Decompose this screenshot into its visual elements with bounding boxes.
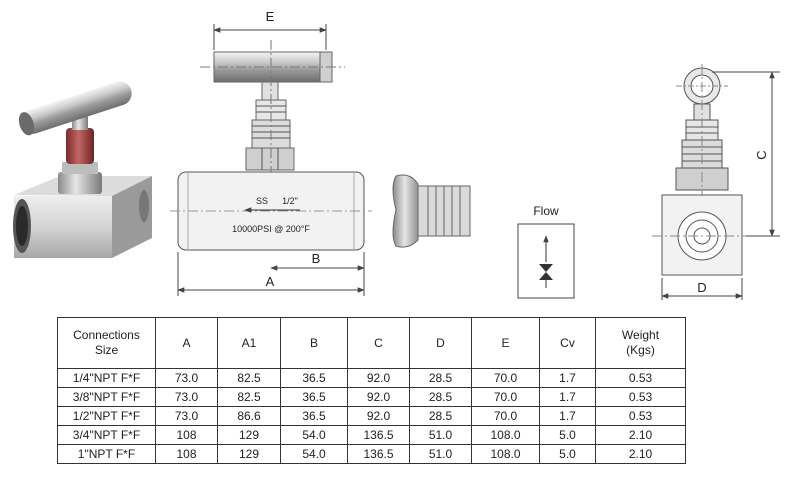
table-cell-col-cv: 1.7 bbox=[539, 368, 596, 388]
col-weight-header: Weight(Kgs) bbox=[595, 317, 686, 369]
table-cell-col-b: 36.5 bbox=[280, 406, 348, 426]
table-cell-col-connections-size: 3/8"NPT F*F bbox=[57, 387, 156, 407]
dim-label-a: A bbox=[266, 274, 275, 289]
front-view-drawing bbox=[170, 24, 372, 296]
table-cell-col-e: 108.0 bbox=[471, 425, 540, 445]
body-material-text: SS bbox=[256, 196, 268, 206]
table-cell-col-a1: 82.5 bbox=[217, 368, 281, 388]
table-cell-col-b: 54.0 bbox=[280, 425, 348, 445]
header-text: A bbox=[182, 335, 191, 350]
table-cell-col-a: 73.0 bbox=[155, 387, 218, 407]
table-cell-col-cv: 5.0 bbox=[539, 444, 596, 464]
table-cell-col-c: 136.5 bbox=[347, 425, 410, 445]
table-cell-col-e: 108.0 bbox=[471, 444, 540, 464]
table-cell-col-e: 70.0 bbox=[471, 368, 540, 388]
table-cell-col-b: 36.5 bbox=[280, 387, 348, 407]
table-cell-col-cv: 5.0 bbox=[539, 425, 596, 445]
table-cell-col-c: 92.0 bbox=[347, 406, 410, 426]
side-view-drawing bbox=[652, 64, 780, 300]
table-cell-col-connections-size: 1"NPT F*F bbox=[57, 444, 156, 464]
adapter-fitting bbox=[392, 174, 471, 248]
table-cell-col-d: 28.5 bbox=[409, 368, 472, 388]
table-cell-col-e: 70.0 bbox=[471, 387, 540, 407]
table-cell-col-weight: 0.53 bbox=[595, 368, 686, 388]
col-a1-header: A1 bbox=[217, 317, 281, 369]
table-cell-col-a: 108 bbox=[155, 425, 218, 445]
table-cell-col-weight: 2.10 bbox=[595, 425, 686, 445]
table-cell-col-connections-size: 3/4"NPT F*F bbox=[57, 425, 156, 445]
valve-diagram: E B A C D SS 1/2" 10000PSI @ 200°F Flow bbox=[13, 9, 780, 300]
table-cell-col-d: 51.0 bbox=[409, 425, 472, 445]
valve-photo bbox=[13, 81, 152, 258]
table-cell-col-cv: 1.7 bbox=[539, 406, 596, 426]
table-cell-col-a: 73.0 bbox=[155, 406, 218, 426]
col-b-header: B bbox=[280, 317, 348, 369]
table-cell-col-a1: 129 bbox=[217, 444, 281, 464]
dim-label-b: B bbox=[312, 251, 321, 266]
table-cell-col-a: 108 bbox=[155, 444, 218, 464]
header-text: A1 bbox=[241, 335, 257, 350]
header-text: Size bbox=[94, 343, 119, 357]
flow-symbol bbox=[517, 223, 575, 299]
table-cell-col-connections-size: 1/4"NPT F*F bbox=[57, 368, 156, 388]
table-cell-col-a: 73.0 bbox=[155, 368, 218, 388]
table-cell-col-c: 92.0 bbox=[347, 368, 410, 388]
col-d-header: D bbox=[409, 317, 472, 369]
dim-label-e: E bbox=[266, 9, 275, 24]
header-text: Weight bbox=[621, 328, 660, 342]
table-cell-col-d: 28.5 bbox=[409, 406, 472, 426]
dim-label-c: C bbox=[754, 150, 769, 159]
col-c-header: C bbox=[347, 317, 410, 369]
header-text: C bbox=[374, 335, 383, 350]
header-text: E bbox=[501, 335, 510, 350]
table-cell-col-a1: 82.5 bbox=[217, 387, 281, 407]
col-cv-header: Cv bbox=[539, 317, 596, 369]
col-e-header: E bbox=[471, 317, 540, 369]
table-cell-col-c: 92.0 bbox=[347, 387, 410, 407]
dim-label-d: D bbox=[697, 280, 706, 295]
table-cell-col-b: 54.0 bbox=[280, 444, 348, 464]
table-cell-col-d: 28.5 bbox=[409, 387, 472, 407]
body-size-text: 1/2" bbox=[282, 196, 298, 206]
header-text: D bbox=[436, 335, 445, 350]
table-cell-col-weight: 0.53 bbox=[595, 406, 686, 426]
header-text: B bbox=[309, 335, 318, 350]
col-a-header: A bbox=[155, 317, 218, 369]
body-rating-text: 10000PSI @ 200°F bbox=[232, 224, 310, 234]
table-cell-col-weight: 0.53 bbox=[595, 387, 686, 407]
table-cell-col-e: 70.0 bbox=[471, 406, 540, 426]
flow-label: Flow bbox=[533, 204, 559, 218]
header-text: (Kgs) bbox=[626, 343, 655, 357]
table-cell-col-weight: 2.10 bbox=[595, 444, 686, 464]
header-text: Connections bbox=[73, 328, 140, 342]
header-text: Cv bbox=[560, 335, 575, 350]
table-cell-col-cv: 1.7 bbox=[539, 387, 596, 407]
table-cell-col-a1: 129 bbox=[217, 425, 281, 445]
table-cell-col-connections-size: 1/2"NPT F*F bbox=[57, 406, 156, 426]
table-cell-col-d: 51.0 bbox=[409, 444, 472, 464]
table-cell-col-a1: 86.6 bbox=[217, 406, 281, 426]
table-cell-col-b: 36.5 bbox=[280, 368, 348, 388]
table-cell-col-c: 136.5 bbox=[347, 444, 410, 464]
